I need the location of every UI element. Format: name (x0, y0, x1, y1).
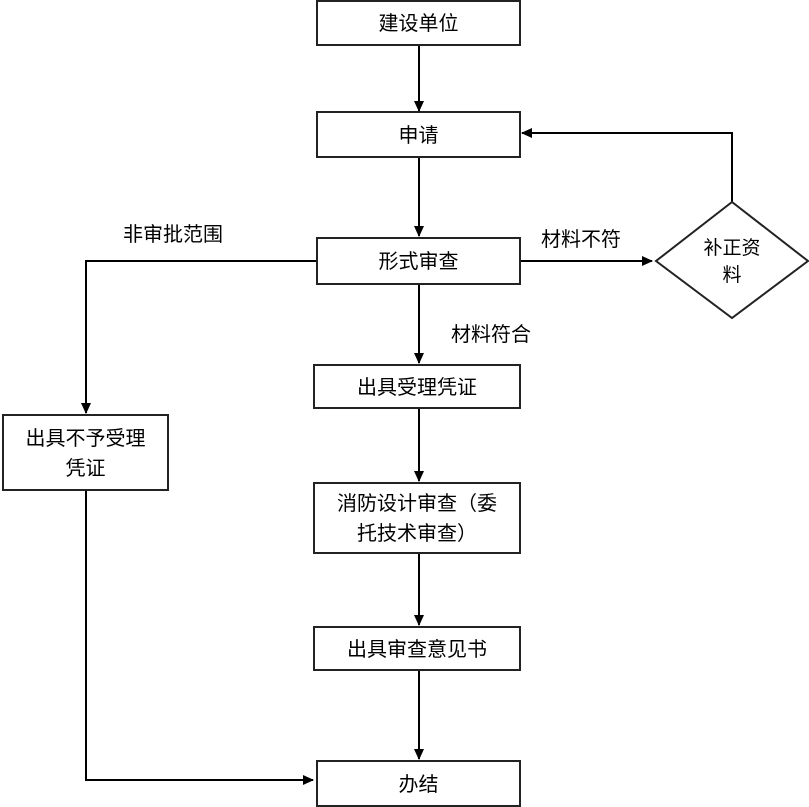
edge-label-match: 材料符合 (451, 322, 531, 346)
node-supplement-line1: 补正资 (703, 237, 761, 259)
node-accept-receipt-label: 出具受理凭证 (357, 374, 477, 399)
node-builder: 建设单位 (316, 0, 521, 46)
supplement-diamond (654, 200, 809, 320)
node-opinion: 出具审查意见书 (313, 626, 521, 671)
node-supplement: 补正资 料 (682, 235, 782, 289)
node-reject-line1: 出具不予受理 (25, 425, 146, 450)
node-apply: 申请 (316, 111, 521, 158)
node-opinion-label: 出具审查意见书 (347, 636, 487, 661)
node-done-label: 办结 (398, 771, 439, 796)
node-supplement-line2: 料 (722, 264, 742, 286)
node-accept-receipt: 出具受理凭证 (313, 364, 521, 409)
edge-label-out-of-scope: 非审批范围 (123, 222, 223, 246)
edge-label-not-match: 材料不符 (541, 227, 621, 251)
node-design-review: 消防设计审查（委 托技术审查） (313, 482, 521, 554)
arrow-reject-to-done (85, 490, 314, 785)
arrow-review-to-reject (81, 260, 316, 414)
node-reject: 出具不予受理 凭证 (2, 414, 169, 491)
node-reject-line2: 凭证 (65, 455, 106, 480)
node-formal-review: 形式审查 (316, 237, 521, 285)
node-design-review-line2: 托技术审查） (357, 521, 477, 545)
node-formal-review-label: 形式审查 (378, 249, 459, 273)
arrow-supplement-to-apply (521, 128, 733, 202)
node-apply-label: 申请 (398, 122, 439, 147)
node-done: 办结 (316, 760, 521, 807)
node-design-review-line1: 消防设计审查（委 (337, 491, 497, 515)
node-builder-label: 建设单位 (378, 11, 459, 35)
